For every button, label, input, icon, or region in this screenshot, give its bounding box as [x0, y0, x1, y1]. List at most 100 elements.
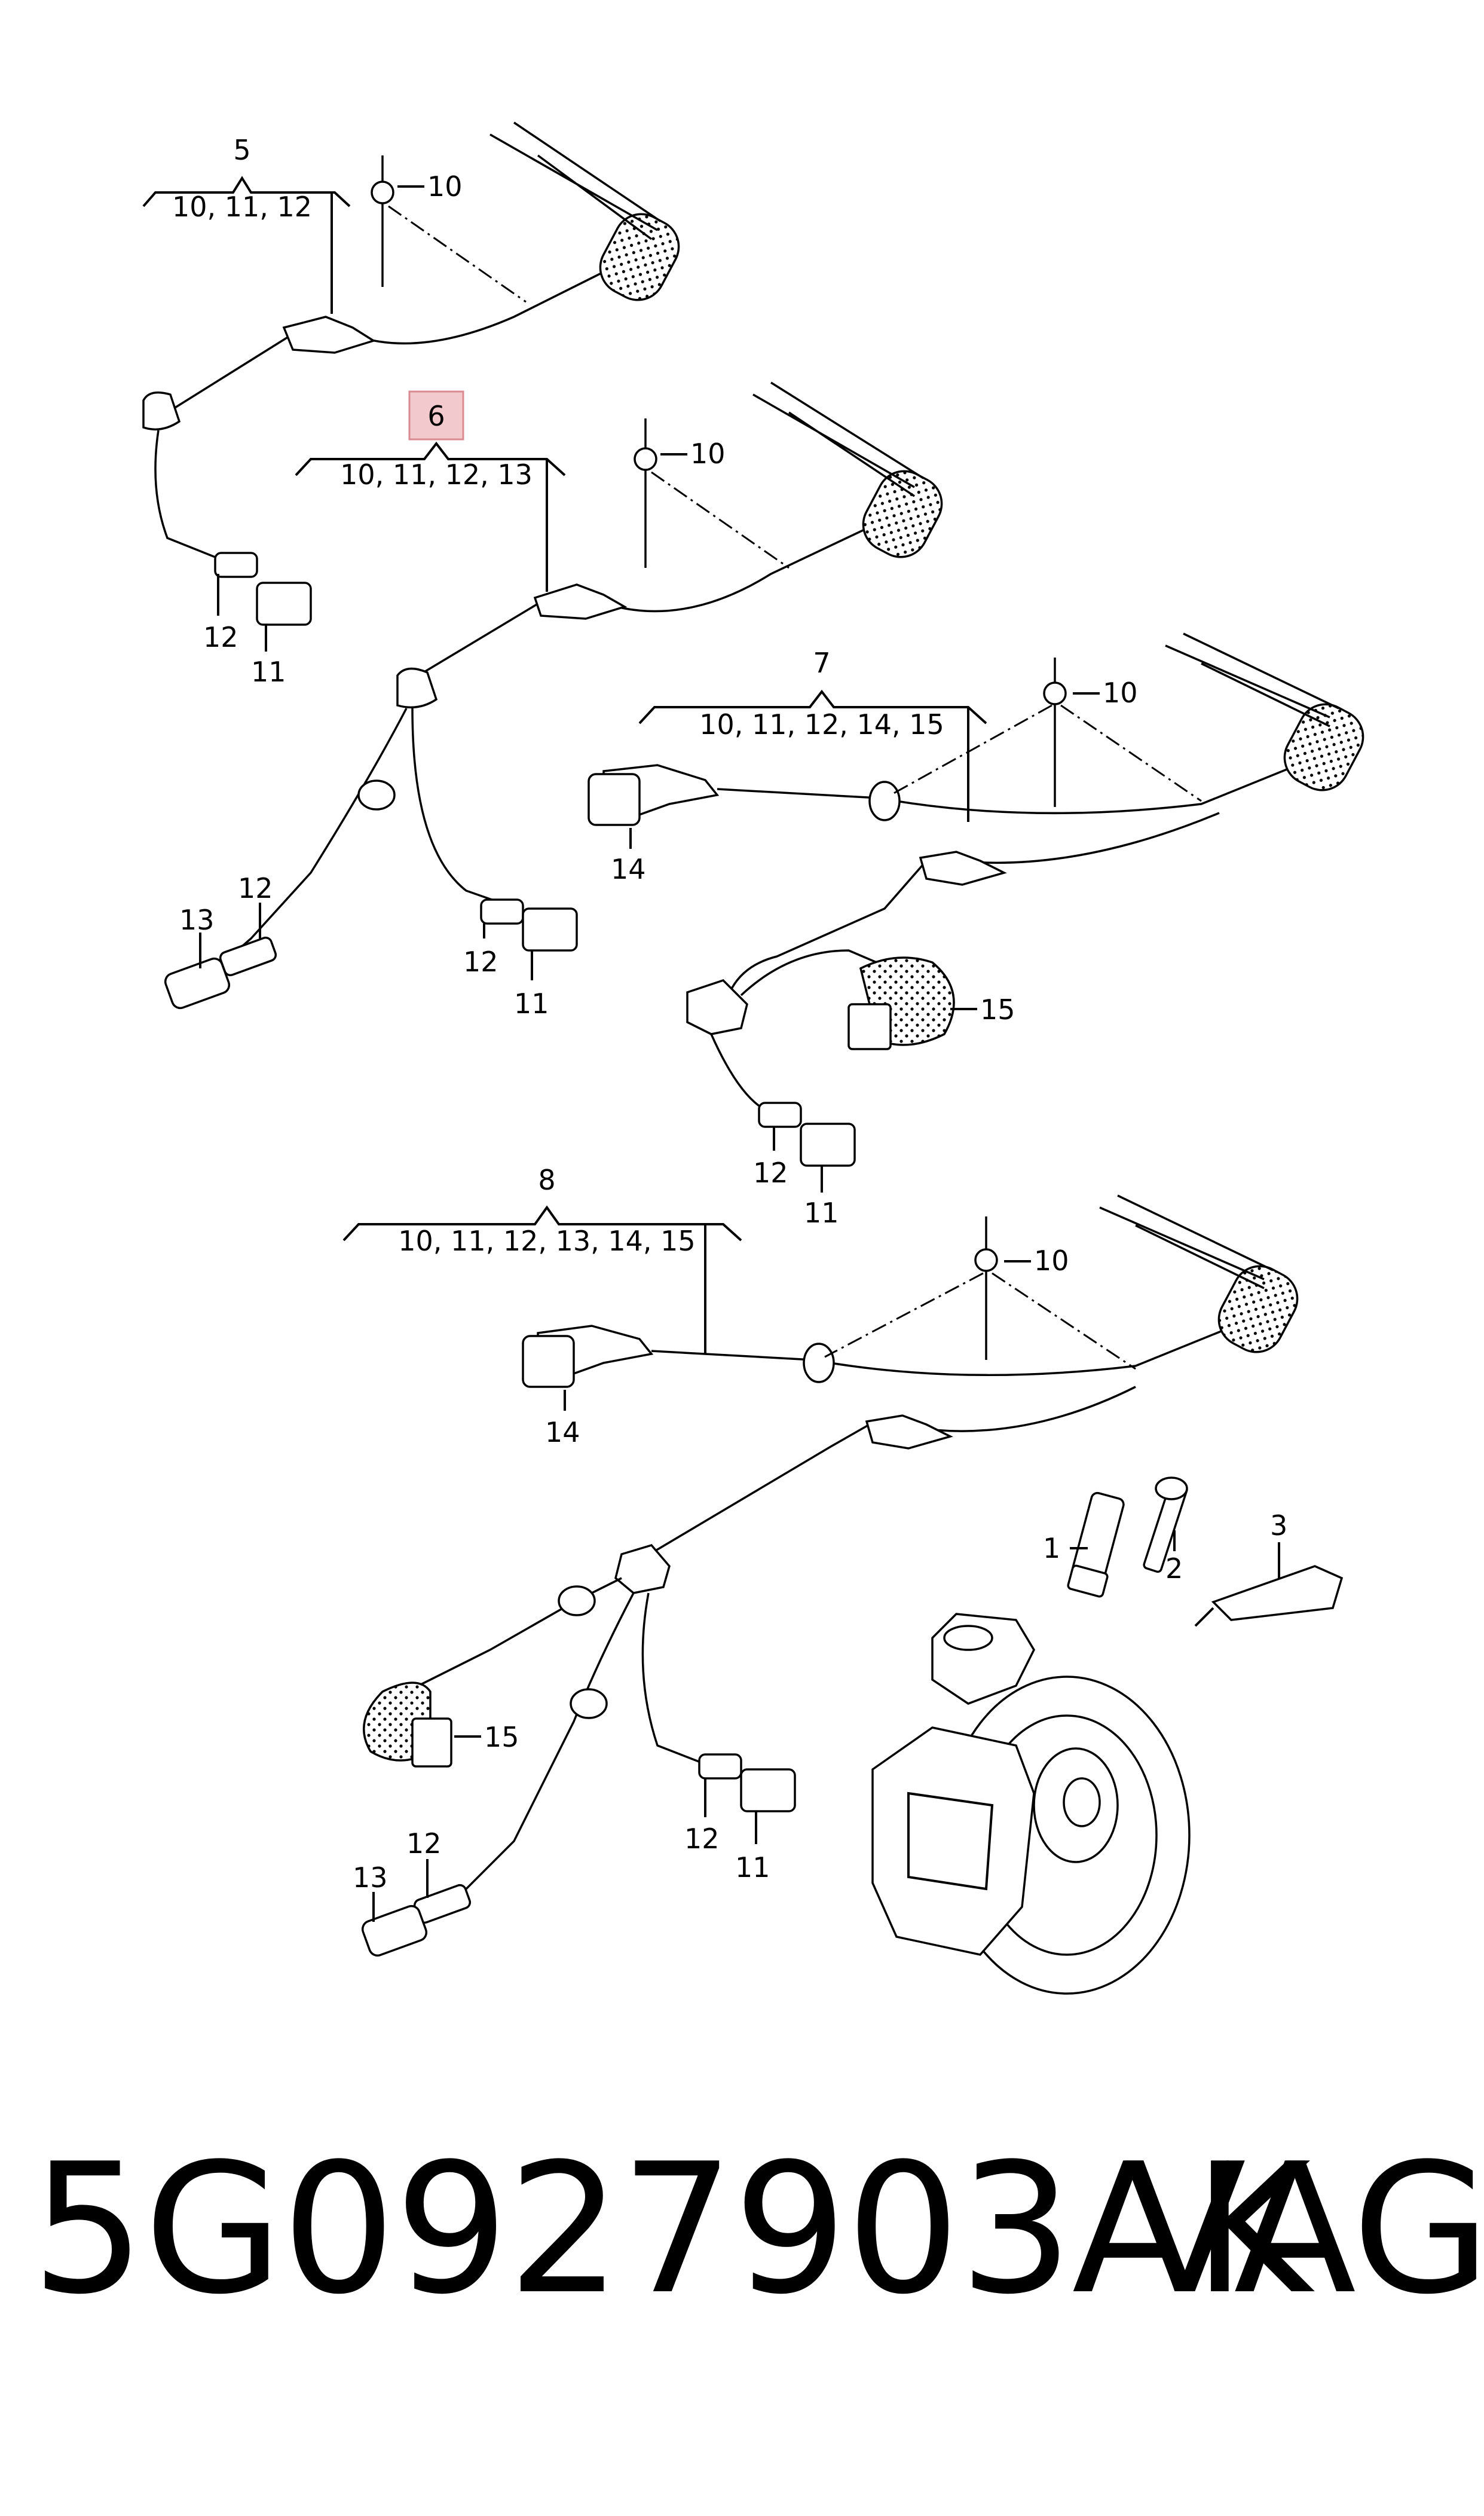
group-8-bracket: [342, 1205, 742, 1242]
group-8-connector-15: [411, 1717, 452, 1768]
svg-text:12: 12: [684, 1823, 720, 1855]
wheel-speed-sensor-assembly: 1 2 3: [871, 1476, 1344, 1995]
svg-text:11: 11: [514, 988, 549, 1020]
callout-2: 2: [1165, 1530, 1183, 1585]
svg-text:11: 11: [251, 656, 286, 688]
svg-text:1: 1: [1043, 1532, 1060, 1564]
svg-text:12: 12: [203, 621, 238, 653]
svg-text:11: 11: [735, 1851, 770, 1884]
svg-text:14: 14: [611, 853, 646, 885]
group-6-highlight[interactable]: [408, 390, 464, 441]
svg-text:13: 13: [353, 1861, 388, 1894]
group-6-junction-boot: [533, 583, 628, 620]
group-7-number: 7: [813, 647, 830, 679]
group-5-callout-10: 10: [397, 170, 463, 203]
assembly-5: 5 10, 11, 12 10 12 11: [142, 121, 680, 688]
group-8-grommet: [1217, 1265, 1299, 1353]
group-7-connector: [800, 1123, 856, 1167]
group-8-grommet-small: [803, 1343, 835, 1383]
group-8-sensor-head: [361, 1904, 428, 1957]
group-7-dash-line-b: [890, 704, 1052, 796]
svg-text:10: 10: [1103, 677, 1138, 709]
group-8-callout-15: 15: [454, 1721, 519, 1753]
callout-1: 1: [1043, 1532, 1088, 1564]
group-6-cable-ends: [752, 381, 924, 497]
group-6-sensor-head: [164, 957, 231, 1010]
group-7-cable-ends: [1165, 632, 1339, 727]
svg-text:12: 12: [406, 1827, 442, 1860]
svg-text:13: 13: [179, 904, 215, 936]
group-6-sensor-cable-b: [202, 708, 408, 982]
group-7-clip: [1043, 681, 1067, 705]
group-8-clip: [974, 1248, 998, 1272]
group-7-trunk-cable: [717, 752, 1327, 815]
brand-name: VAG: [1124, 2125, 1484, 2334]
assembly-8: 8 10, 11, 12, 13, 14, 15 10: [342, 1164, 1299, 1957]
group-8-cable-elbow: [614, 1543, 671, 1594]
group-8-sleeve-a: [698, 1753, 742, 1780]
svg-text:10: 10: [427, 170, 463, 203]
assembly-6: 6 10, 11, 12, 13 10 12 13: [164, 381, 943, 1020]
group-7-connector-14: [588, 773, 641, 826]
svg-text:3: 3: [1270, 1509, 1287, 1542]
group-6-dash-line: [651, 471, 790, 569]
group-7-grommet-small: [868, 781, 901, 821]
speed-sensor-tip: [1067, 1564, 1109, 1598]
group-5-dash-line: [388, 205, 527, 303]
group-8-callout-11: 11: [735, 1811, 770, 1884]
svg-text:15: 15: [484, 1721, 519, 1753]
group-7-grommet: [1283, 703, 1364, 791]
group-5-junction-boot: [282, 316, 377, 354]
group-7-dash-line: [1060, 704, 1202, 802]
group-8-connector-14: [522, 1335, 575, 1388]
group-6-cable-elbow: [396, 667, 438, 709]
svg-text:15: 15: [980, 993, 1015, 1026]
svg-text:14: 14: [545, 1416, 580, 1448]
group-8-callout-12-a: 12: [406, 1827, 442, 1898]
group-8-cable-ends: [1099, 1194, 1274, 1289]
group-7-callout-10: 10: [1073, 677, 1138, 709]
group-8-trunk-cable: [651, 1314, 1262, 1377]
group-6-connector-a: [522, 907, 578, 952]
group-8-branch-15-cable: [418, 1577, 622, 1687]
group-8-dash-line: [992, 1272, 1136, 1370]
group-7-callout-15: 15: [950, 993, 1015, 1026]
group-8-grommet-small: [570, 1688, 608, 1719]
group-6-callout-12-a: 12: [238, 872, 273, 938]
group-5-sleeve: [214, 552, 258, 578]
knuckle-arm: [943, 1625, 993, 1651]
group-8-number: 8: [538, 1164, 555, 1196]
group-8-sensor-cable-a: [641, 1592, 712, 1768]
group-7-branch-15-cable: [740, 949, 910, 996]
group-8-grommet-mid: [558, 1585, 596, 1616]
assembly-7: 7 10, 11, 12, 14, 15 10 14: [588, 632, 1364, 1229]
group-6-sleeve-a: [480, 898, 524, 925]
group-7-cable-elbow: [686, 979, 748, 1035]
brake-caliper: [871, 1726, 1035, 1956]
group-5-bracket: [142, 176, 351, 207]
svg-text:12: 12: [238, 872, 273, 904]
group-5-callout-12: 12: [203, 574, 238, 653]
group-7-sleeve: [758, 1102, 802, 1128]
group-6-callout-13: 13: [179, 904, 215, 968]
group-8-dash-line-b: [824, 1272, 984, 1358]
group-8-callout-14: 14: [545, 1390, 580, 1448]
group-5-callout-11: 11: [251, 625, 286, 688]
group-5-sensor-cable: [154, 430, 258, 572]
caliper-window: [907, 1792, 994, 1891]
svg-text:11: 11: [804, 1197, 839, 1229]
group-7-items: 10, 11, 12, 14, 15: [699, 708, 944, 741]
svg-text:12: 12: [463, 946, 498, 978]
group-6-sensor-cable-a: [411, 708, 527, 913]
group-7-main-cable: [722, 812, 1220, 1017]
svg-text:10: 10: [690, 438, 726, 470]
group-7-callout-14: 14: [611, 828, 646, 885]
group-5-items: 10, 11, 12: [172, 191, 312, 223]
hub-center: [1063, 1777, 1101, 1827]
group-6-callout-10: 10: [660, 438, 726, 470]
group-6-items: 10, 11, 12, 13: [340, 458, 533, 491]
group-5-cable-elbow: [142, 391, 181, 431]
group-6-callout-11: 11: [514, 950, 549, 1020]
group-7-callout-12: 12: [753, 1127, 788, 1189]
group-7-connector-15: [847, 1003, 892, 1050]
